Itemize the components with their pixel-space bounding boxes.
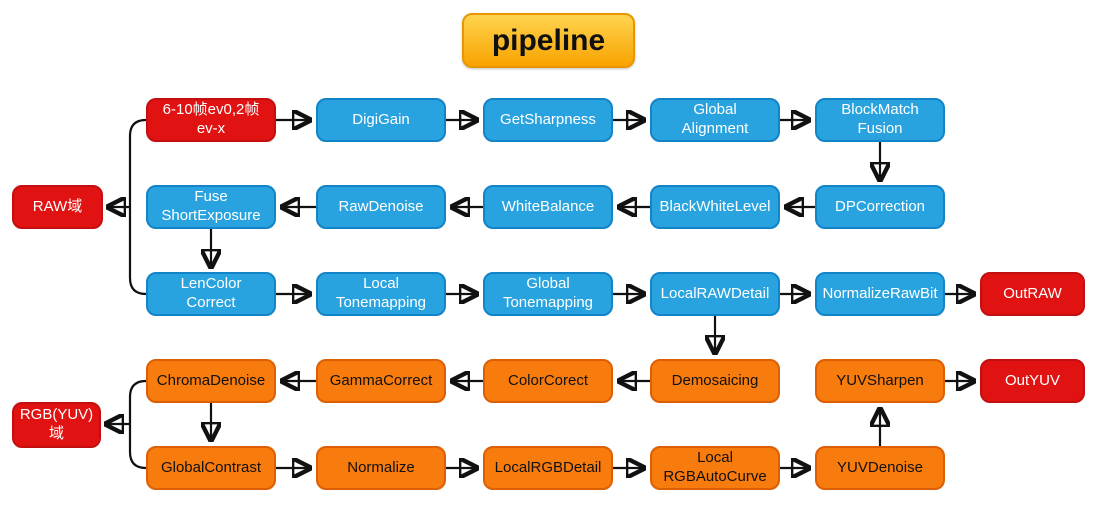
node-yuvsharpen: YUVSharpen xyxy=(815,359,945,403)
node-lencolor-correct: LenColor Correct xyxy=(146,272,276,316)
node-local-rgbautocurve: Local RGBAutoCurve xyxy=(650,446,780,490)
node-yuvdenoise: YUVDenoise xyxy=(815,446,945,490)
node-normalizerawbit: NormalizeRawBit xyxy=(815,272,945,316)
diagram-title: pipeline xyxy=(462,13,635,68)
node-whitebalance: WhiteBalance xyxy=(483,185,613,229)
node-digigain: DigiGain xyxy=(316,98,446,142)
node-input-frames: 6-10帧ev0,2帧 ev-x xyxy=(146,98,276,142)
node-rgbyuv-domain: RGB(YUV) 域 xyxy=(12,402,101,448)
node-localrgbdetail: LocalRGBDetail xyxy=(483,446,613,490)
node-outyuv: OutYUV xyxy=(980,359,1085,403)
node-global-tonemapping: Global Tonemapping xyxy=(483,272,613,316)
node-chromadenoise: ChromaDenoise xyxy=(146,359,276,403)
node-getsharpness: GetSharpness xyxy=(483,98,613,142)
node-dpcorrection: DPCorrection xyxy=(815,185,945,229)
node-raw-domain: RAW域 xyxy=(12,185,103,229)
node-normalize: Normalize xyxy=(316,446,446,490)
node-colorcorect: ColorCorect xyxy=(483,359,613,403)
node-fuse-short-exposure: Fuse ShortExposure xyxy=(146,185,276,229)
node-outraw: OutRAW xyxy=(980,272,1085,316)
node-localrawdetail: LocalRAWDetail xyxy=(650,272,780,316)
node-gammacorrect: GammaCorrect xyxy=(316,359,446,403)
node-blackwhitelevel: BlackWhiteLevel xyxy=(650,185,780,229)
node-rawdenoise: RawDenoise xyxy=(316,185,446,229)
node-blockmatch-fusion: BlockMatch Fusion xyxy=(815,98,945,142)
node-globalcontrast: GlobalContrast xyxy=(146,446,276,490)
node-global-alignment: Global Alignment xyxy=(650,98,780,142)
node-demosaicing: Demosaicing xyxy=(650,359,780,403)
node-local-tonemapping: Local Tonemapping xyxy=(316,272,446,316)
